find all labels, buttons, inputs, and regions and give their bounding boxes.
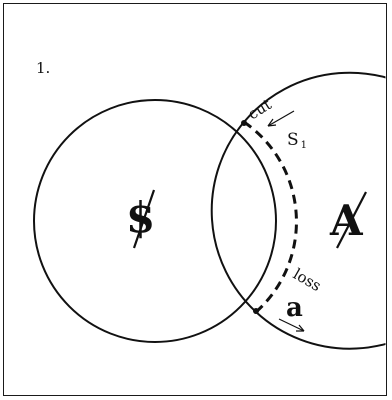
- top-arrow-subscript: 1: [301, 140, 307, 151]
- bottom-arrow: [278, 318, 305, 332]
- cut-label: cut: [245, 95, 275, 123]
- bottom-arrow-label: a: [286, 293, 303, 323]
- right-symbol: A: [329, 196, 364, 245]
- figure-frame: [3, 3, 387, 396]
- top-intersection-point: [241, 120, 247, 126]
- left-symbol-bar: [132, 189, 156, 249]
- bottom-intersection-point: [253, 308, 259, 314]
- right-symbol-bar: [336, 191, 367, 249]
- intersection-dashed-arc: [243, 120, 298, 314]
- figure-number: 1.: [36, 59, 50, 77]
- right-circle-inner-arc: [210, 121, 257, 313]
- left-circle: [33, 99, 277, 343]
- loss-label: loss: [290, 265, 324, 295]
- barred-s-symbol: $: [126, 189, 156, 249]
- right-circle-outer-arc: [243, 71, 386, 350]
- top-arrow: [267, 110, 295, 127]
- barred-a-symbol: A: [329, 191, 367, 249]
